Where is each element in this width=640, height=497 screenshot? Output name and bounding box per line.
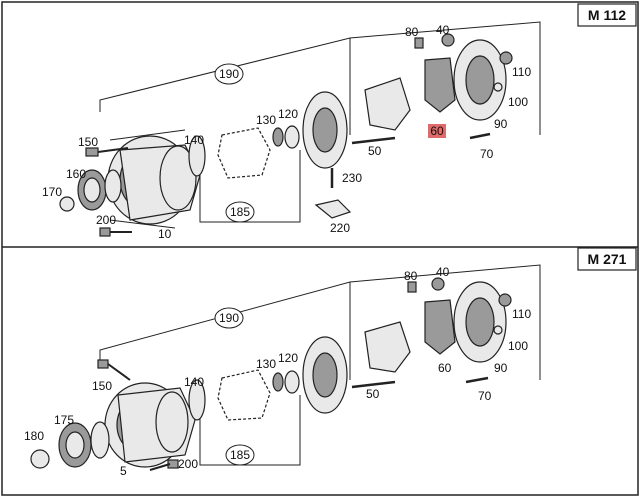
- callout-40: 40: [436, 23, 450, 37]
- alternator-body: [107, 129, 201, 229]
- bolt-200: [99, 227, 132, 237]
- callout-140: 140: [184, 133, 204, 147]
- callout-200: 200: [178, 457, 198, 471]
- rotor-185: [217, 127, 271, 179]
- bearing-120: [284, 125, 300, 149]
- regulator-60: [424, 57, 456, 113]
- callout-bubble-190: [214, 63, 244, 85]
- callout-70: 70: [478, 389, 492, 403]
- nut-40: [441, 33, 455, 47]
- callout-150: 150: [78, 135, 98, 149]
- callout-60: 60: [438, 361, 452, 375]
- callout-120: 120: [278, 107, 298, 121]
- screw-70: [465, 376, 489, 384]
- nut-40: [431, 277, 445, 291]
- callout-10: 10: [158, 227, 172, 241]
- callout-190: 190: [219, 67, 239, 81]
- ring-140: [188, 379, 206, 421]
- callout-175: 175: [54, 413, 74, 427]
- callout-100: 100: [508, 339, 528, 353]
- panel-m112: M 112: [42, 3, 637, 241]
- callout-120: 120: [278, 351, 298, 365]
- pulley: [77, 169, 122, 211]
- callout-50: 50: [368, 144, 382, 158]
- bearing-130: [272, 372, 284, 392]
- callout-90: 90: [494, 117, 508, 131]
- callout-40: 40: [436, 265, 450, 279]
- bolt-150: [97, 359, 131, 381]
- callout-bubble-185: [225, 201, 255, 223]
- callout-140: 140: [184, 375, 204, 389]
- bolt-200: [149, 459, 179, 471]
- highlight-60: [428, 124, 446, 138]
- bracket-185: [199, 150, 301, 223]
- callout-80: 80: [404, 269, 418, 283]
- callout-70: 70: [480, 147, 494, 161]
- regulator-60: [424, 299, 456, 355]
- model-tag-box: [577, 3, 637, 27]
- bolt-150: [85, 147, 129, 157]
- callout-90: 90: [494, 361, 508, 375]
- washer-100: [493, 82, 503, 92]
- callout-80: 80: [405, 25, 419, 39]
- rotor-185: [217, 369, 271, 421]
- callout-110: 110: [512, 65, 531, 79]
- screw-80: [407, 281, 417, 293]
- rear-cover: [453, 281, 507, 363]
- callout-60: 60: [430, 124, 444, 138]
- model-tag-box: [577, 247, 637, 271]
- end-housing: [302, 91, 348, 169]
- model-tag: M 112: [588, 7, 626, 23]
- washer-100: [493, 325, 503, 335]
- callout-200: 200: [96, 213, 116, 227]
- bearing-130: [272, 127, 284, 147]
- bearing-120: [284, 370, 300, 394]
- stud-50: [351, 380, 396, 389]
- callout-100: 100: [508, 95, 528, 109]
- callout-190: 190: [219, 311, 239, 325]
- stud-50: [351, 136, 396, 145]
- rectifier-plate: [364, 77, 411, 131]
- callout-160: 160: [66, 167, 86, 181]
- callout-170: 170: [42, 185, 62, 199]
- callout-185: 185: [230, 205, 250, 219]
- callout-150: 150: [92, 379, 112, 393]
- screw-80: [414, 37, 424, 49]
- callout-220: 220: [330, 221, 350, 235]
- callout-110: 110: [512, 307, 531, 321]
- alternator-body: [104, 382, 196, 468]
- end-housing: [302, 336, 348, 414]
- bracket-right: [349, 21, 541, 135]
- screw-70: [469, 132, 491, 140]
- callout-130: 130: [256, 357, 276, 371]
- callout-180: 180: [24, 429, 44, 443]
- callout-230: 230: [342, 171, 362, 185]
- callout-50: 50: [366, 387, 380, 401]
- nut-110: [499, 51, 513, 65]
- cap-180: [30, 449, 50, 469]
- model-tag: M 271: [588, 251, 627, 267]
- callout-185: 185: [230, 448, 250, 462]
- bracket-right: [349, 264, 541, 380]
- rectifier-plate: [364, 321, 411, 373]
- rear-cover: [453, 39, 507, 121]
- callout-5: 5: [120, 464, 127, 478]
- callout-bubble-185: [225, 444, 255, 466]
- ring-140: [188, 135, 206, 177]
- pulley-175: [58, 421, 110, 468]
- nut-110: [498, 293, 512, 307]
- nut-170: [59, 196, 75, 212]
- bracket-185: [199, 395, 301, 466]
- bracket-220: [314, 199, 352, 219]
- callout-130: 130: [256, 113, 276, 127]
- panel-m271: M 271: [24, 247, 637, 478]
- callout-bubble-190: [214, 307, 244, 329]
